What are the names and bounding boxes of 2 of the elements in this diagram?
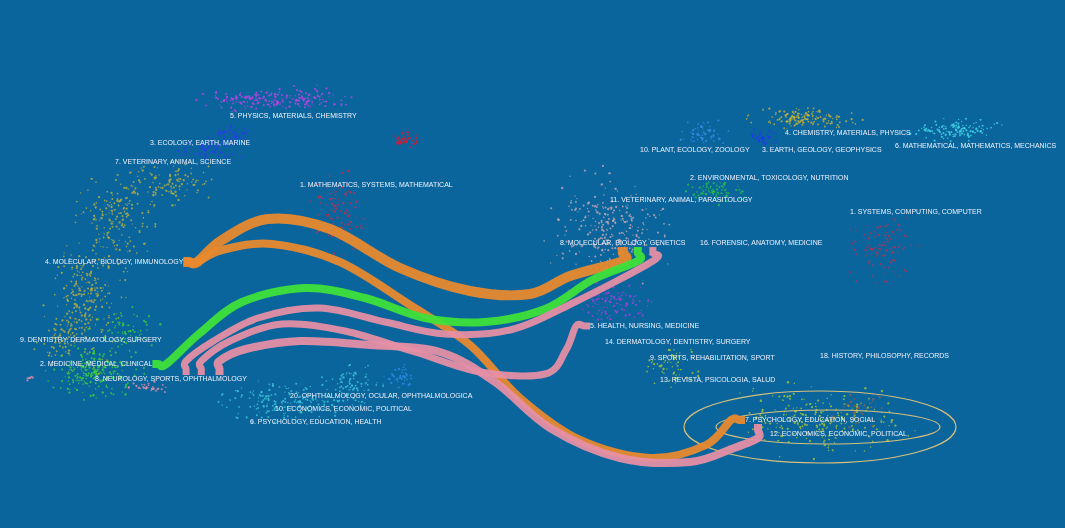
citation-curve [183, 213, 631, 301]
citation-curve [214, 336, 764, 467]
